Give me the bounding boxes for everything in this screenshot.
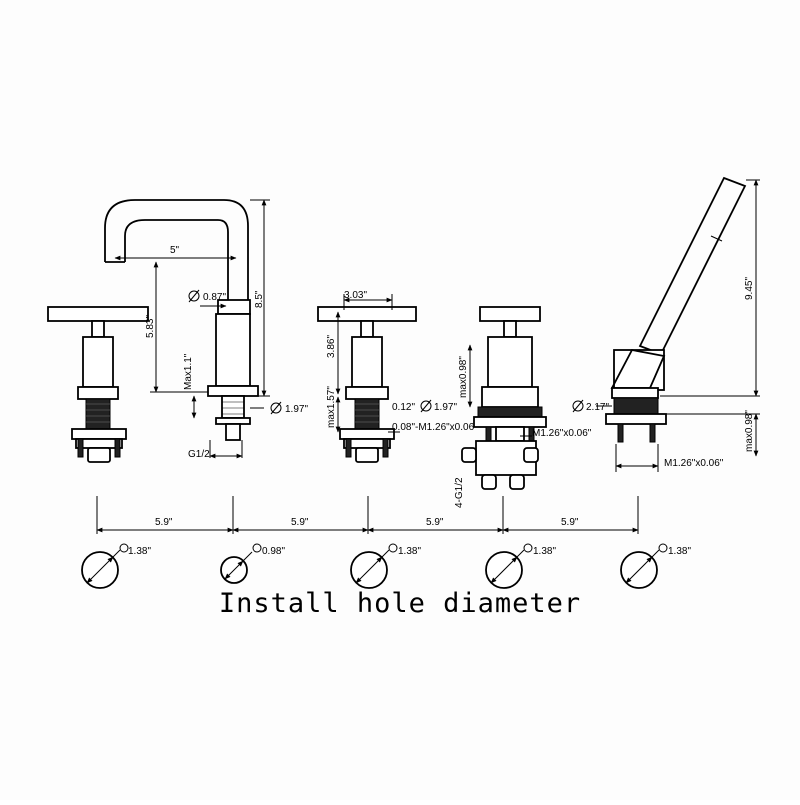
install-hole: 1.38" [620,543,691,589]
spout-outlet-label: 0.87" [203,292,226,303]
handle-deck-max-label: max1.57" [326,386,337,428]
diverter-dimensions: max0.98" M1.26"x0.06" 4-G1/2 [454,344,592,508]
hand-shower-dimensions: 9.45" max0.98" 2.17" M1.26"x0.06" [572,179,760,472]
hole-diameter-label: 1.38" [668,546,691,557]
diverter-thread-label: M1.26"x0.06" [532,428,592,439]
install-hole: 1.38" [81,543,151,589]
install-hole: 1.38" [350,543,421,589]
handle-thread-label: 0.08"-M1.26"x0.06" [392,422,478,433]
spacing-label: 5.9" [155,517,173,528]
hole-diameter-label: 1.38" [398,546,421,557]
handle-height-label: 3.86" [326,335,337,358]
spout-dimensions: 8.5" 5" 5.83" Max1.1" 0.87" 1.97" G1/2 [114,199,308,460]
hole-diameter-label: 1.38" [128,546,151,557]
spout-height-label: 8.5" [254,290,265,308]
hand-shower-thread-label: M1.26"x0.06" [664,458,724,469]
handle-width-label: 3.03" [344,290,367,301]
hole-diameter-label: 1.38" [533,546,556,557]
middle-handle-valve [317,306,417,463]
spout-reach-label: 5" [170,245,180,256]
install-hole-caption: Install hole diameter [218,588,582,619]
left-handle-valve [47,306,149,463]
spout-base-label: 1.97" [285,404,308,415]
hand-shower [605,176,747,443]
spout-deck-max-label: Max1.1" [183,353,194,390]
hole-diameter-label: 0.98" [262,546,285,557]
spacing-dimensions: 5.9" 5.9" 5.9" 5.9" [96,496,639,534]
spacing-label: 5.9" [561,517,579,528]
diverter-valve [461,306,547,490]
handle-base-label: 1.97" [434,402,457,413]
install-hole: 0.98" [220,543,285,584]
spout-clearance-label: 5.83" [145,315,156,338]
spout-thread-label: G1/2 [188,449,210,460]
spacing-label: 5.9" [426,517,444,528]
diverter-deck-max-label: max0.98" [458,356,469,398]
install-holes: 1.38" 0.98" 1.38" 1.38" [81,543,691,589]
hand-shower-height-label: 9.45" [744,277,755,300]
spacing-label: 5.9" [291,517,309,528]
hand-shower-base-label: 2.17" [586,402,609,413]
diverter-ports-label: 4-G1/2 [454,477,465,508]
install-hole: 1.38" [485,543,556,589]
middle-handle-dimensions: 3.03" 3.86" max1.57" 0.12" 1.97" 0.08"-M… [326,290,478,433]
spout [104,199,259,441]
hand-shower-deck-max-label: max0.98" [744,410,755,452]
handle-small-hole-label: 0.12" [392,402,415,413]
